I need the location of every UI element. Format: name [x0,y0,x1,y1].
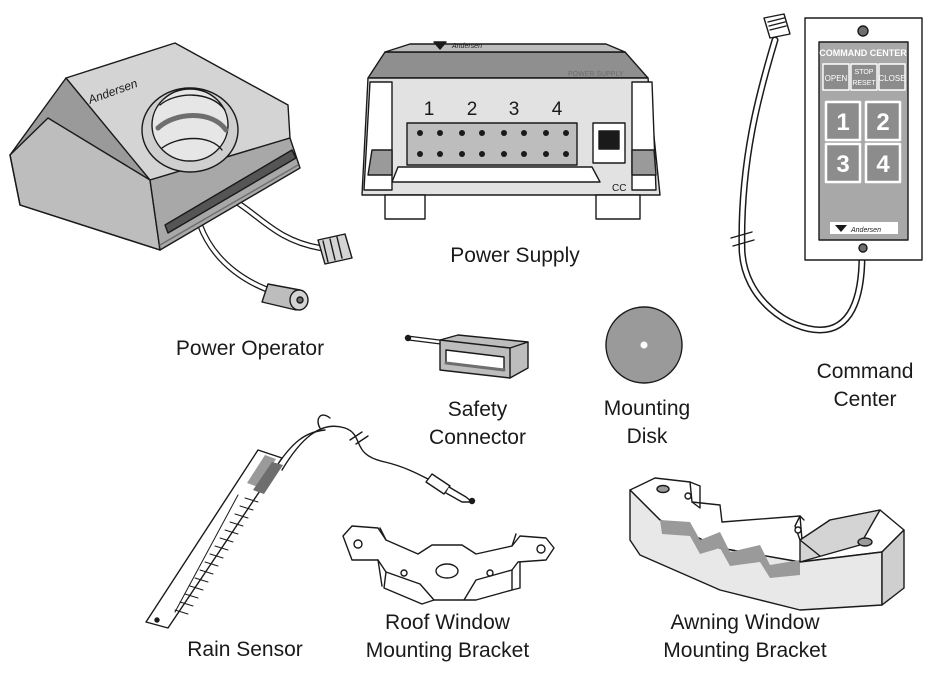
command-center-illustration: COMMAND CENTER OPEN STOP RESET CLOSE 1 2… [730,13,923,334]
power-supply-brand: Andersen [451,43,482,50]
channel-3-button[interactable] [824,142,862,184]
awning-window-bracket-label: Awning Window Mounting Bracket [663,611,827,662]
power-supply-top-text: POWER SUPPLY [568,71,624,78]
open-button[interactable] [822,63,850,91]
rain-sensor-illustration [145,414,476,629]
command-center-label: Command Center [816,360,914,411]
channel-4-label: 4 [552,99,563,120]
power-operator-illustration: Andersen [9,42,353,311]
open-button-label: OPEN [825,74,848,83]
channel-1-button-label: 1 [836,109,849,136]
mounting-disk-label: Mounting Disk [603,397,691,448]
safety-connector-illustration [404,334,529,379]
channel-3-button-label: 3 [836,151,849,178]
channel-2-button-label: 2 [876,109,889,136]
power-supply-illustration: 1 2 3 4 CC Andersen POWER SUPPLY [361,41,661,220]
channel-4-button-label: 4 [876,151,890,178]
rain-sensor-label: Rain Sensor [187,638,303,661]
command-center-brand: Andersen [850,227,881,234]
terminal-pins [417,130,569,157]
channel-2-label: 2 [467,99,478,120]
command-center-panel-title: COMMAND CENTER [819,48,907,58]
channel-3-label: 3 [509,99,520,120]
stop-label: STOP [855,69,874,76]
channel-1-label: 1 [424,99,435,120]
safety-connector-label: Safety Connector [429,398,526,449]
channel-2-button[interactable] [864,100,902,142]
roof-window-bracket-label: Roof Window Mounting Bracket [365,611,530,662]
power-operator-label: Power Operator [175,337,325,360]
roof-window-bracket-illustration [342,525,555,605]
awning-window-bracket-illustration [629,477,905,611]
stop-reset-button[interactable] [850,63,878,91]
mounting-disk-illustration [605,306,683,384]
channel-1-button[interactable] [824,100,862,142]
reset-label: RESET [852,80,876,87]
power-supply-label: Power Supply [450,244,580,267]
close-button[interactable] [878,63,906,91]
close-button-label: CLOSE [878,74,905,83]
channel-4-button[interactable] [864,142,902,184]
power-supply-marking: CC [612,183,626,194]
